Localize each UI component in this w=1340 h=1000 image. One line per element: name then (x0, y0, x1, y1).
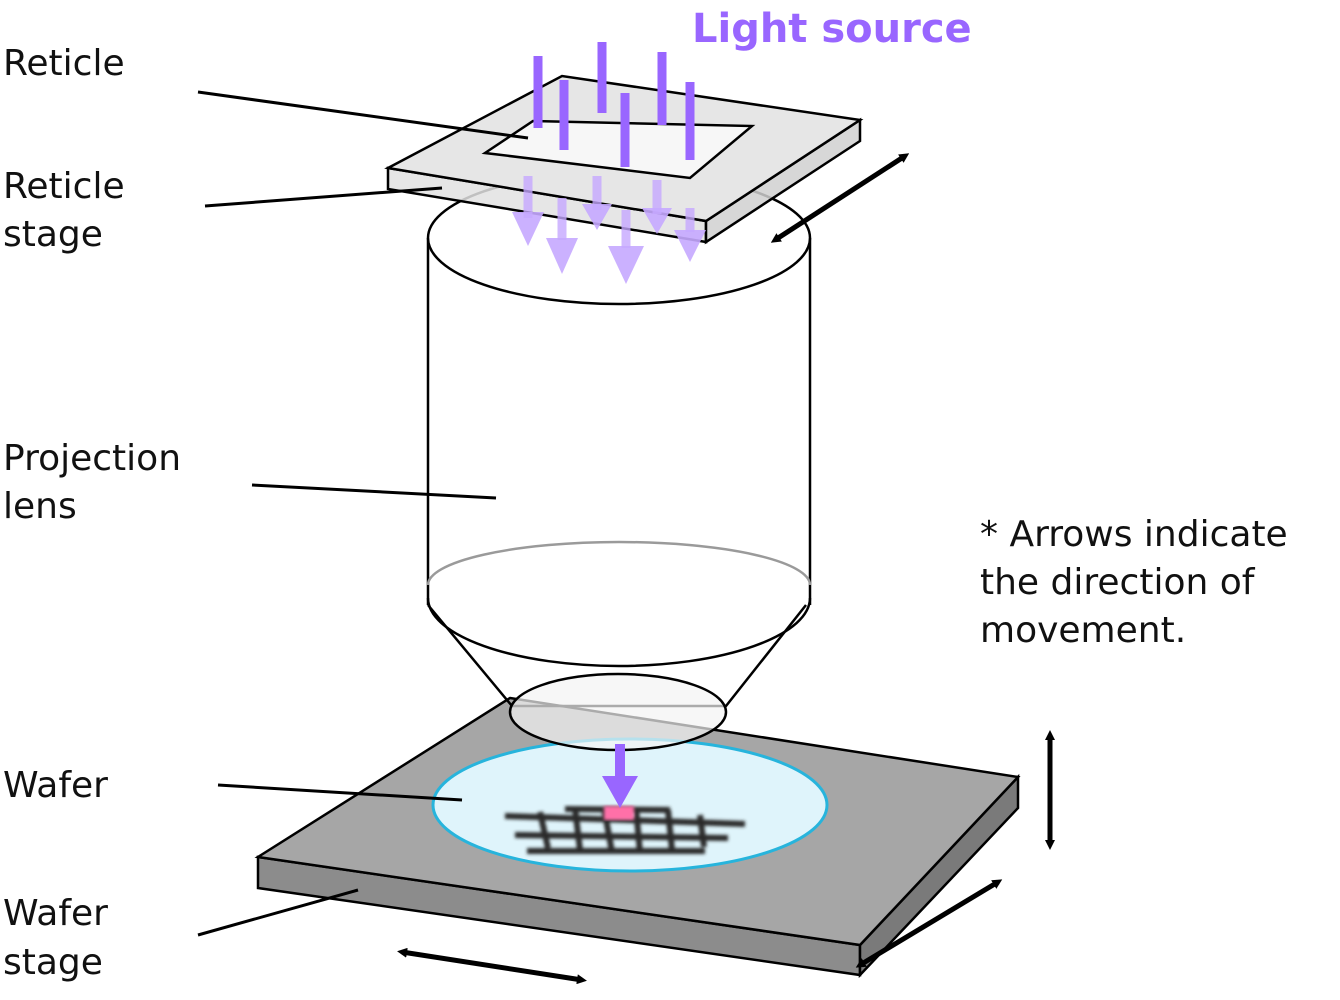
exposure-arrow (602, 744, 638, 808)
reticle-label: Reticle (3, 43, 125, 84)
lens-body-bottom-rim (426, 597, 812, 668)
incoming-light-rays (533, 42, 695, 167)
projection-lens-label-line2: lens (3, 486, 77, 527)
reticle-leader (197, 90, 529, 140)
projection-lens-label-line1: Projection (3, 438, 181, 479)
lens-bottom-glass-ellipse (508, 672, 728, 752)
wafer-stage-depth-arrow (855, 879, 1003, 968)
wafer (431, 737, 829, 873)
wafer-stage-horizontal-arrow (397, 947, 587, 985)
note-line3: movement. (980, 610, 1186, 651)
transmitted-light-arrows (512, 176, 706, 284)
wafer-stage-leader (197, 888, 359, 937)
light-source-label: Light source (692, 6, 972, 52)
reticle-stage-label-line2: stage (3, 214, 103, 255)
leader-lines (197, 90, 529, 937)
lens-inner-ring (426, 540, 812, 586)
reticle-stage-leader (204, 186, 443, 208)
reticle-stage-label-line1: Reticle (3, 166, 125, 207)
reticle-plate (481, 119, 756, 180)
wafer-label: Wafer (3, 765, 108, 806)
wafer-leader (217, 783, 463, 802)
wafer-stage-label-line2: stage (3, 942, 103, 983)
exposed-die (604, 806, 634, 820)
note-line2: the direction of (980, 562, 1256, 603)
reticle-stage-movement-arrow (770, 153, 910, 243)
wafer-stage-label-line1: Wafer (3, 893, 108, 934)
projection-lens-leader (251, 483, 497, 500)
note-line1: * Arrows indicate (980, 514, 1288, 555)
movement-arrows (397, 153, 1055, 985)
